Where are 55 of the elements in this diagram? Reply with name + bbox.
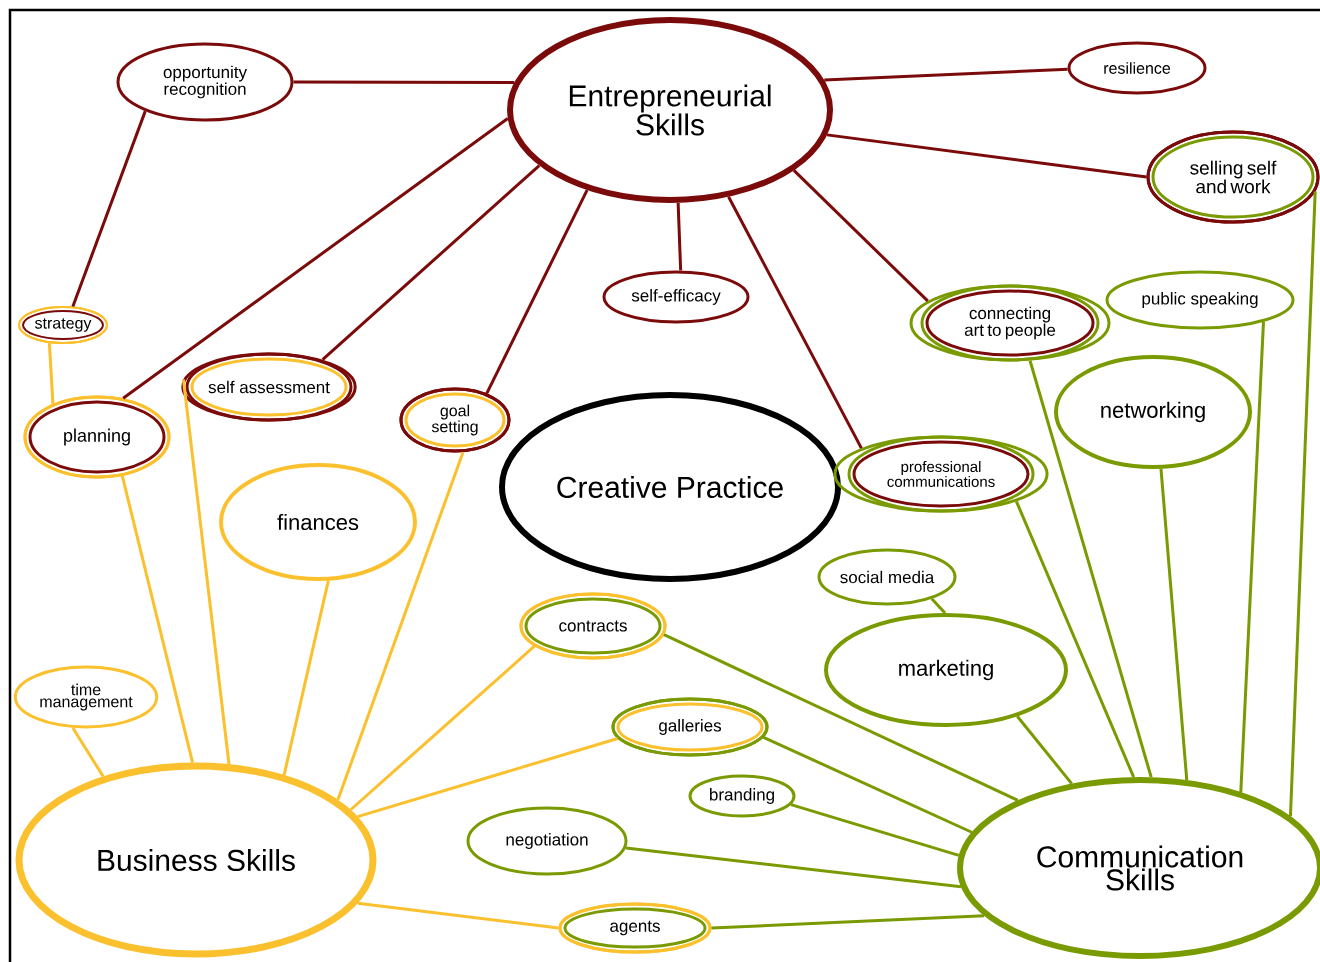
ellipse-node: networking [1054, 355, 1252, 469]
ellipse-node: self-efficacy [602, 270, 750, 324]
connector-line [1016, 715, 1073, 785]
ellipse-node: marketing [824, 613, 1068, 727]
ellipse-node: finances [219, 463, 417, 581]
connector-line [1015, 500, 1136, 778]
ellipse-node: strategy [18, 306, 108, 344]
connector-line [357, 737, 619, 819]
connector-line [762, 736, 973, 834]
connector-line [485, 189, 589, 395]
ellipse-node: Creative Practice [499, 392, 841, 582]
ellipse-node: negotiation [466, 806, 628, 876]
connector-line [792, 169, 929, 302]
ellipse-node: selling self and work [1146, 130, 1320, 224]
connector-line [120, 475, 195, 763]
connector-line [1159, 468, 1189, 781]
connector-line [71, 110, 147, 307]
connector-line [321, 164, 541, 361]
connector-line [1239, 321, 1265, 793]
ellipse-node: galleries [611, 697, 769, 757]
ellipse-node: planning [23, 395, 171, 479]
connector-line [282, 580, 330, 776]
connector-line [181, 379, 231, 765]
ellipse-node: public speaking [1105, 270, 1295, 330]
ellipse-node: Business Skills [15, 762, 377, 958]
ellipse-node: social media [817, 548, 957, 606]
connector-line [293, 80, 515, 85]
ellipse-node: connecting art to people [909, 284, 1111, 362]
connector-line [676, 202, 683, 271]
connector-line [1288, 191, 1317, 817]
ellipse-node: Entrepreneurial Skills [507, 17, 833, 203]
connector-line [349, 645, 536, 811]
ellipse-node: contracts [519, 592, 667, 660]
connector-line [71, 727, 105, 778]
connector-line [826, 133, 1147, 179]
ellipse-node: resilience [1067, 41, 1207, 95]
connector-line [711, 914, 985, 930]
connector-line [790, 803, 960, 857]
ellipse-node: agents [558, 902, 712, 954]
connector-line [357, 901, 559, 930]
ellipse-node: branding [688, 774, 796, 818]
connector-line [1028, 360, 1153, 778]
connector-line [930, 597, 947, 615]
connector-line [663, 633, 1019, 802]
connector-line [727, 196, 863, 449]
ellipse-node: professional communications [833, 435, 1049, 513]
connector-line [824, 67, 1068, 82]
ellipse-node: goal setting [399, 387, 511, 453]
connector-line [47, 343, 55, 404]
connector-line [336, 451, 465, 801]
connector-line [625, 846, 962, 889]
ellipse-node: time management [13, 665, 159, 729]
ellipse-node: opportunity recognition [116, 42, 294, 122]
ellipse-node: self assessment [181, 352, 357, 422]
connector-line [122, 117, 509, 400]
